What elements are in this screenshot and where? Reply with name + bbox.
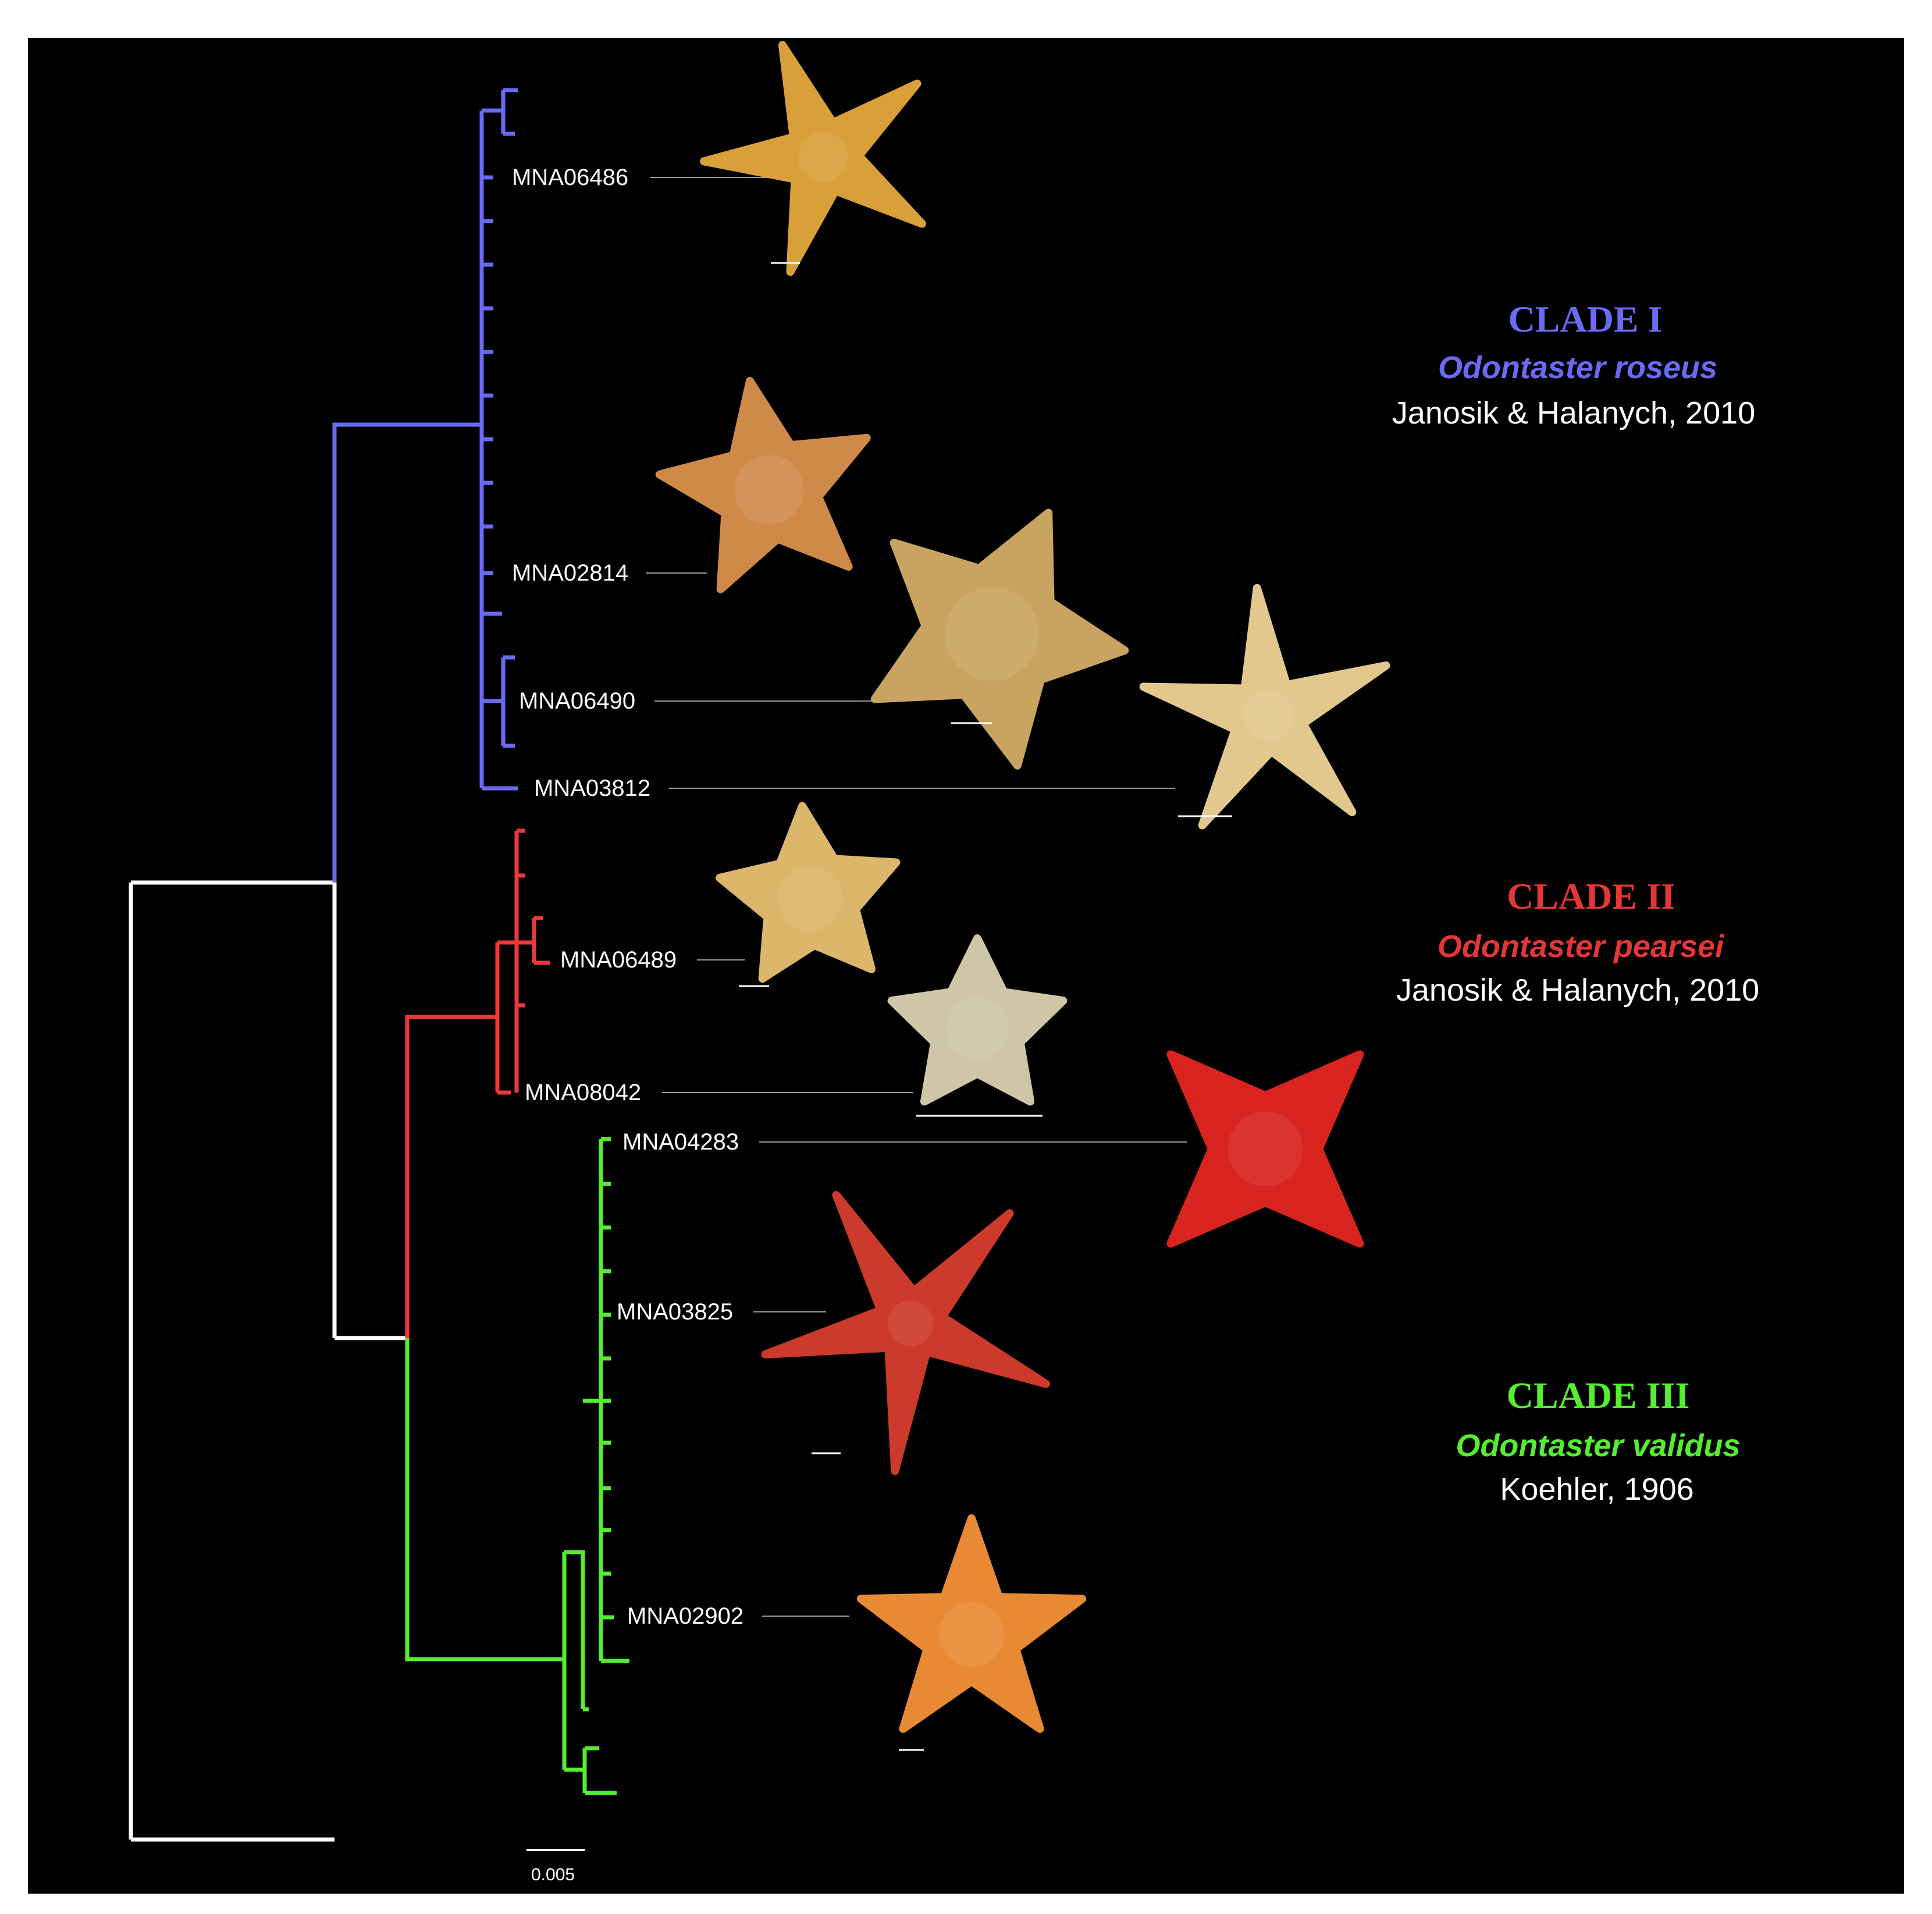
clade-ii-sub	[514, 831, 550, 1005]
tip-label-mna08042: MNA08042	[525, 1080, 641, 1105]
starfish-image-mna02814	[655, 376, 871, 593]
clade-ii-annotation: CLADE II Odontaster pearsei Janosik & Ha…	[1396, 876, 1759, 1008]
tip-label-mna06486: MNA06486	[512, 165, 628, 190]
clade-i-species: Odontaster roseus	[1438, 350, 1717, 385]
tip-labels: MNA06486 MNA02814 MNA06490 MNA03812 MNA0…	[512, 165, 743, 1629]
tip-label-mna06489: MNA06489	[560, 947, 677, 973]
clade-ii-stem	[405, 1015, 497, 1338]
clade-ii-species: Odontaster pearsei	[1438, 929, 1724, 964]
clade-iii-branches	[405, 1137, 629, 1795]
starfish-disc-mna06490	[945, 587, 1039, 681]
tip-label-mna02814: MNA02814	[512, 560, 628, 586]
tree-scale-bar: 0.005	[526, 1849, 585, 1884]
starfish-image-mna04283	[1166, 1050, 1364, 1248]
starfish-disc-mna08042	[945, 997, 1009, 1061]
starfish-disc-mna06489	[778, 866, 843, 931]
tip-label-mna03812: MNA03812	[534, 775, 650, 801]
clade-iii-title: CLADE III	[1507, 1375, 1690, 1416]
starfish-disc-mna03825	[887, 1300, 934, 1347]
clade-i-title: CLADE I	[1508, 298, 1663, 340]
starfish-image-mna02902	[856, 1514, 1087, 1733]
clade-ii-title: CLADE II	[1507, 876, 1675, 917]
clade-i-authority: Janosik & Halanych, 2010	[1392, 396, 1755, 431]
image-scale-bars	[739, 262, 1232, 1751]
starfish-disc-mna06486	[798, 131, 849, 183]
starfish-image-mna06486	[700, 41, 926, 276]
clade-iii-bottom-pair	[564, 1707, 617, 1795]
tip-label-mna03825: MNA03825	[617, 1299, 733, 1325]
starfish-image-mna06489	[716, 802, 901, 983]
specimen-images	[655, 41, 1390, 1733]
tree-scale-label: 0.005	[531, 1865, 575, 1884]
clade-iii-annotation: CLADE III Odontaster validus Koehler, 19…	[1456, 1375, 1740, 1507]
clade-iii-authority: Koehler, 1906	[1500, 1472, 1693, 1507]
clade-iii-tips	[601, 1137, 614, 1620]
tip-label-mna02902: MNA02902	[627, 1603, 743, 1629]
clade-iii-species: Odontaster validus	[1456, 1428, 1740, 1463]
clade-iii-stem	[405, 1338, 564, 1662]
starfish-image-mna08042	[887, 934, 1068, 1106]
starfish-image-mna03812	[1139, 584, 1390, 830]
starfish-disc-mna03812	[1243, 690, 1294, 741]
clade-ii-authority: Janosik & Halanych, 2010	[1396, 973, 1759, 1008]
clade-i-inner-pair	[482, 655, 515, 748]
clade-i-top-pair	[482, 88, 518, 136]
starfish-disc-mna04283	[1227, 1111, 1303, 1187]
clade-i-annotation: CLADE I Odontaster roseus Janosik & Hala…	[1392, 298, 1755, 431]
tip-label-mna06490: MNA06490	[519, 688, 635, 714]
clade-i-stem	[332, 422, 482, 883]
tip-label-mna04283: MNA04283	[622, 1129, 739, 1155]
leader-lines	[646, 177, 1187, 1617]
backbone-branches	[129, 880, 407, 1842]
clade-i-branches	[332, 88, 518, 883]
starfish-disc-mna02814	[734, 455, 804, 525]
starfish-disc-mna02902	[939, 1602, 1004, 1667]
clade-i-tips	[482, 175, 502, 616]
starfish-image-mna03825	[761, 1191, 1050, 1475]
starfish-image-mna06490	[870, 508, 1129, 770]
clade-ii-branches	[405, 828, 550, 1338]
